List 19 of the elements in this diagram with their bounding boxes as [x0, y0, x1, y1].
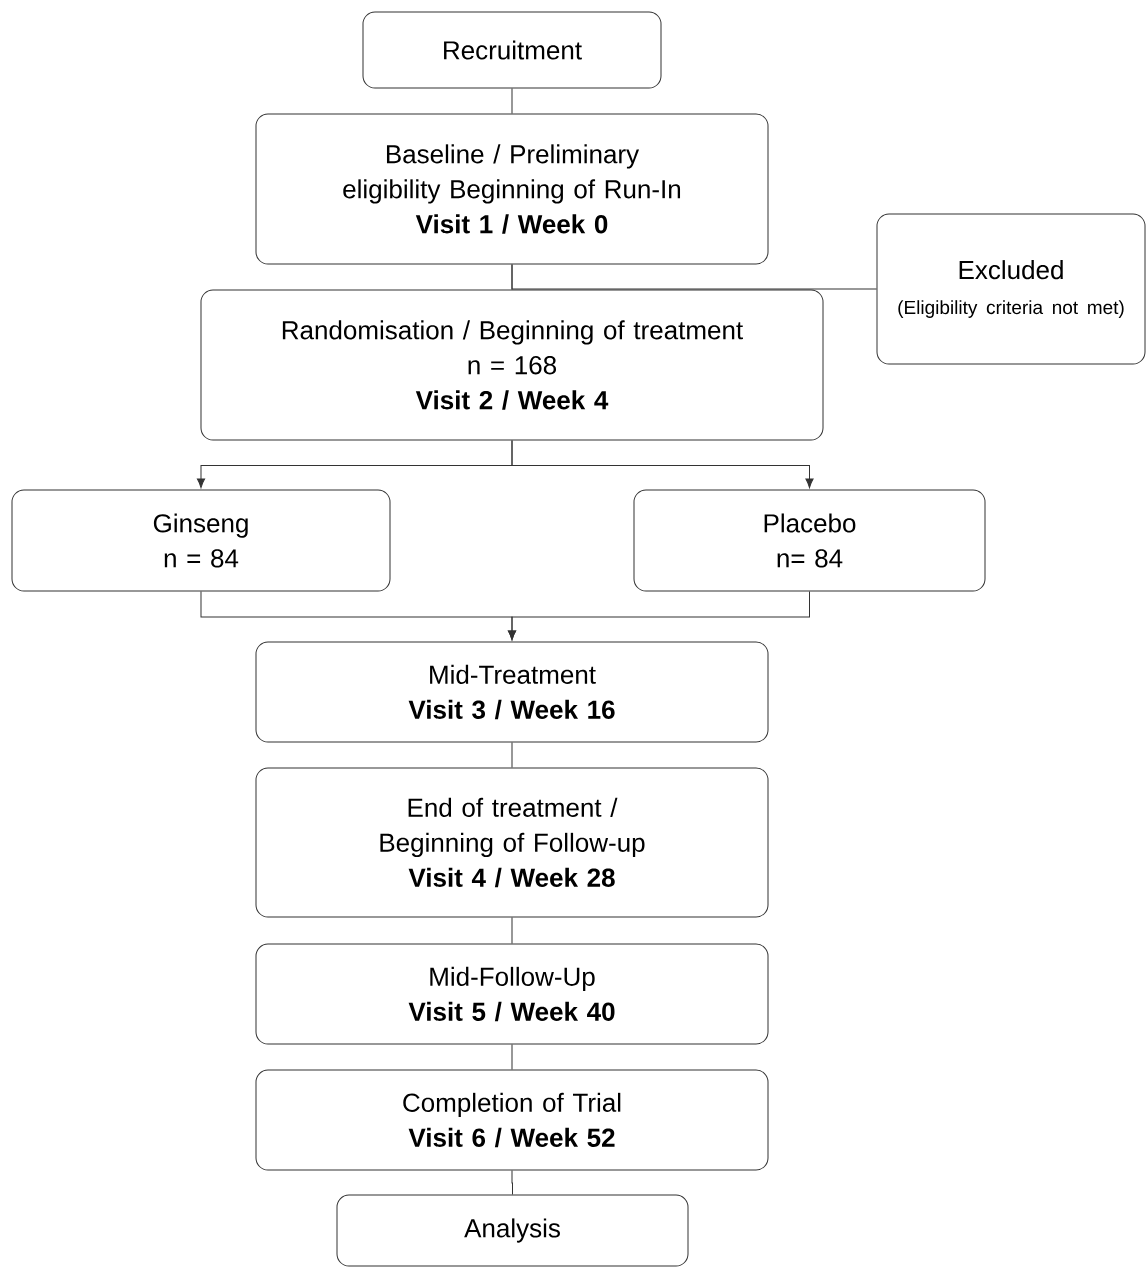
- step-box: Mid-Follow-Up Visit 5 / Week 40: [255, 943, 769, 1045]
- connector: [511, 1170, 513, 1195]
- step-box: Ginseng n = 84: [11, 489, 391, 592]
- connector: [511, 1044, 513, 1070]
- connector: [507, 591, 810, 641]
- step-box: Analysis: [336, 1194, 689, 1267]
- step-box: Completion of Trial Visit 6 / Week 52: [255, 1069, 769, 1171]
- connector: [511, 742, 513, 768]
- step-box: Placebo n= 84: [633, 489, 986, 592]
- step-box: Recruitment: [362, 11, 662, 89]
- step-box: Randomisation / Beginning of treatment n = 168 Visit 2 / Week 4: [200, 289, 824, 441]
- step-box: Baseline / Preliminary eligibility Beginning of Run-In Visit 1 / Week 0: [255, 113, 769, 265]
- step-box: Mid-Treatment Visit 3 / Week 16: [255, 641, 769, 743]
- connector: [511, 88, 513, 114]
- step-box: End of treatment / Beginning of Follow-up Visit 4 / Week 28: [255, 767, 769, 918]
- connector: [511, 264, 877, 290]
- step-box: Excluded (Eligibility criteria not met): [876, 213, 1146, 365]
- connector: [511, 917, 513, 944]
- connector: [511, 440, 814, 489]
